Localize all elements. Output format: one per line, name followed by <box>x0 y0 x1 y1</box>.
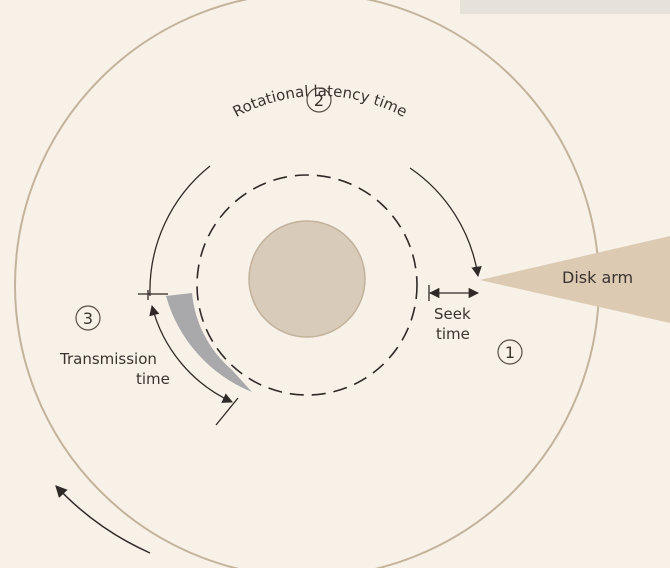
transmission-time-label-line1: Transmission <box>59 350 157 368</box>
transmission-time-label-line2: time <box>136 370 170 388</box>
background-card-edge <box>460 0 670 14</box>
track-circle <box>196 174 418 396</box>
step-2-number: 2 <box>314 91 324 110</box>
step-3-number: 3 <box>83 309 93 328</box>
data-sector <box>166 293 252 392</box>
disk-arm <box>480 236 670 323</box>
seek-time-label-line1: Seek <box>434 305 471 323</box>
rotation-direction-arrow <box>55 485 151 554</box>
spindle <box>248 220 366 338</box>
disk-arm-label: Disk arm <box>562 268 633 287</box>
step-3-badge <box>75 305 101 331</box>
step-1-number: 1 <box>505 343 515 362</box>
latency-arc-right <box>409 167 482 278</box>
latency-arc-left <box>149 165 211 297</box>
step-1-badge <box>497 339 523 365</box>
seek-time-label-line2: time <box>436 325 470 343</box>
transmission-end-tick <box>215 397 239 426</box>
transmission-arc <box>149 304 233 403</box>
step-2-badge <box>306 87 332 113</box>
